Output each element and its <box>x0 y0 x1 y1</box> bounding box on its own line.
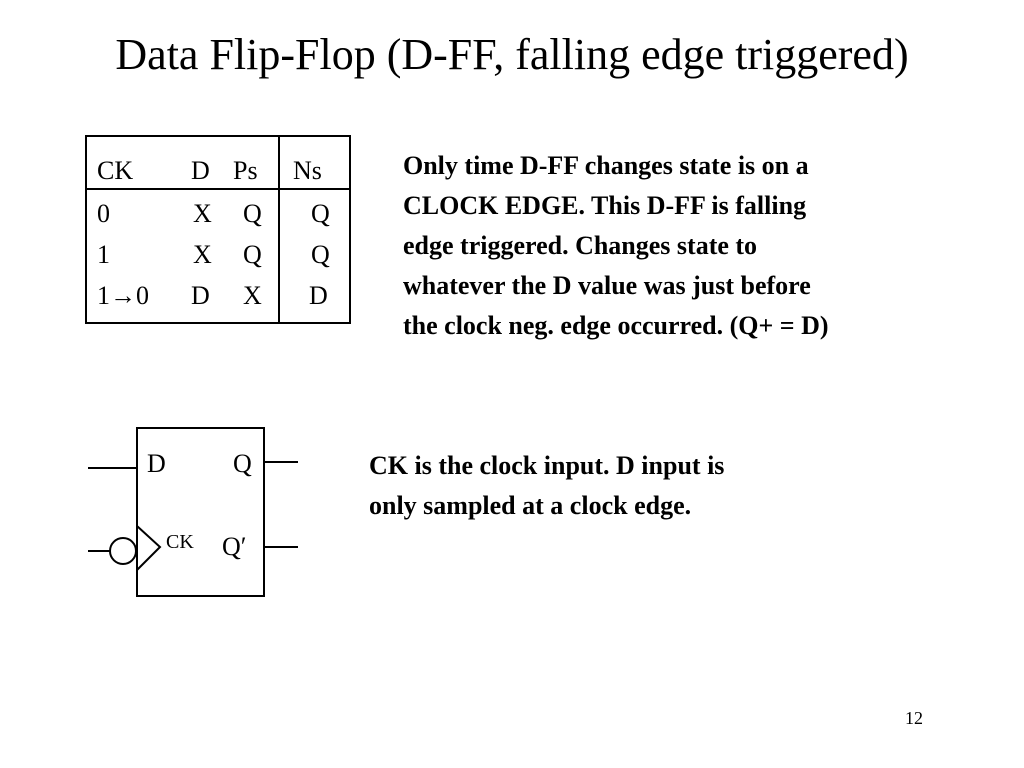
table-cell-ck: 1→0 <box>97 281 149 310</box>
table-cell-ns: Q <box>311 199 330 228</box>
slide-title: Data Flip-Flop (D-FF, falling edge trigg… <box>115 30 909 79</box>
dff-symbol-graphic <box>88 427 298 597</box>
table-cell-d: X <box>193 240 212 269</box>
ck-pin-label: CK <box>166 531 194 553</box>
inversion-bubble-icon <box>109 537 137 565</box>
q-pin-label: Q <box>233 449 252 478</box>
flipflop-description: Only time D-FF changes state is on a CLO… <box>403 151 829 340</box>
table-cell-ns: D <box>309 281 328 310</box>
table-header-ns: Ns <box>293 156 322 185</box>
table-cell-ck: 1 <box>97 240 110 269</box>
clock-triangle-icon <box>136 525 162 571</box>
table-cell-ps: X <box>243 281 262 310</box>
table-cell-ps: Q <box>243 199 262 228</box>
table-header-ps: Ps <box>233 156 258 185</box>
dff-box <box>136 427 265 597</box>
table-cell-ck: 0 <box>97 199 110 228</box>
table-header-divider <box>87 188 349 190</box>
table-header-d: D <box>191 156 210 185</box>
table-cell-ns: Q <box>311 240 330 269</box>
d-pin-label: D <box>147 449 166 478</box>
table-cell-d: D <box>191 281 210 310</box>
clock-input-description: CK is the clock input. D input is only s… <box>369 451 725 520</box>
table-cell-ps: Q <box>243 240 262 269</box>
table-column-divider <box>278 137 280 322</box>
dff-symbol: D Q CK Q′ <box>80 420 310 600</box>
page-number: 12 <box>905 708 923 728</box>
table-header-ck: CK <box>97 156 134 185</box>
qbar-pin-label: Q′ <box>222 532 247 561</box>
truth-table: CK D Ps Ns 0 X Q Q 1 X Q Q 1→0 D X D <box>85 135 351 324</box>
table-cell-d: X <box>193 199 212 228</box>
